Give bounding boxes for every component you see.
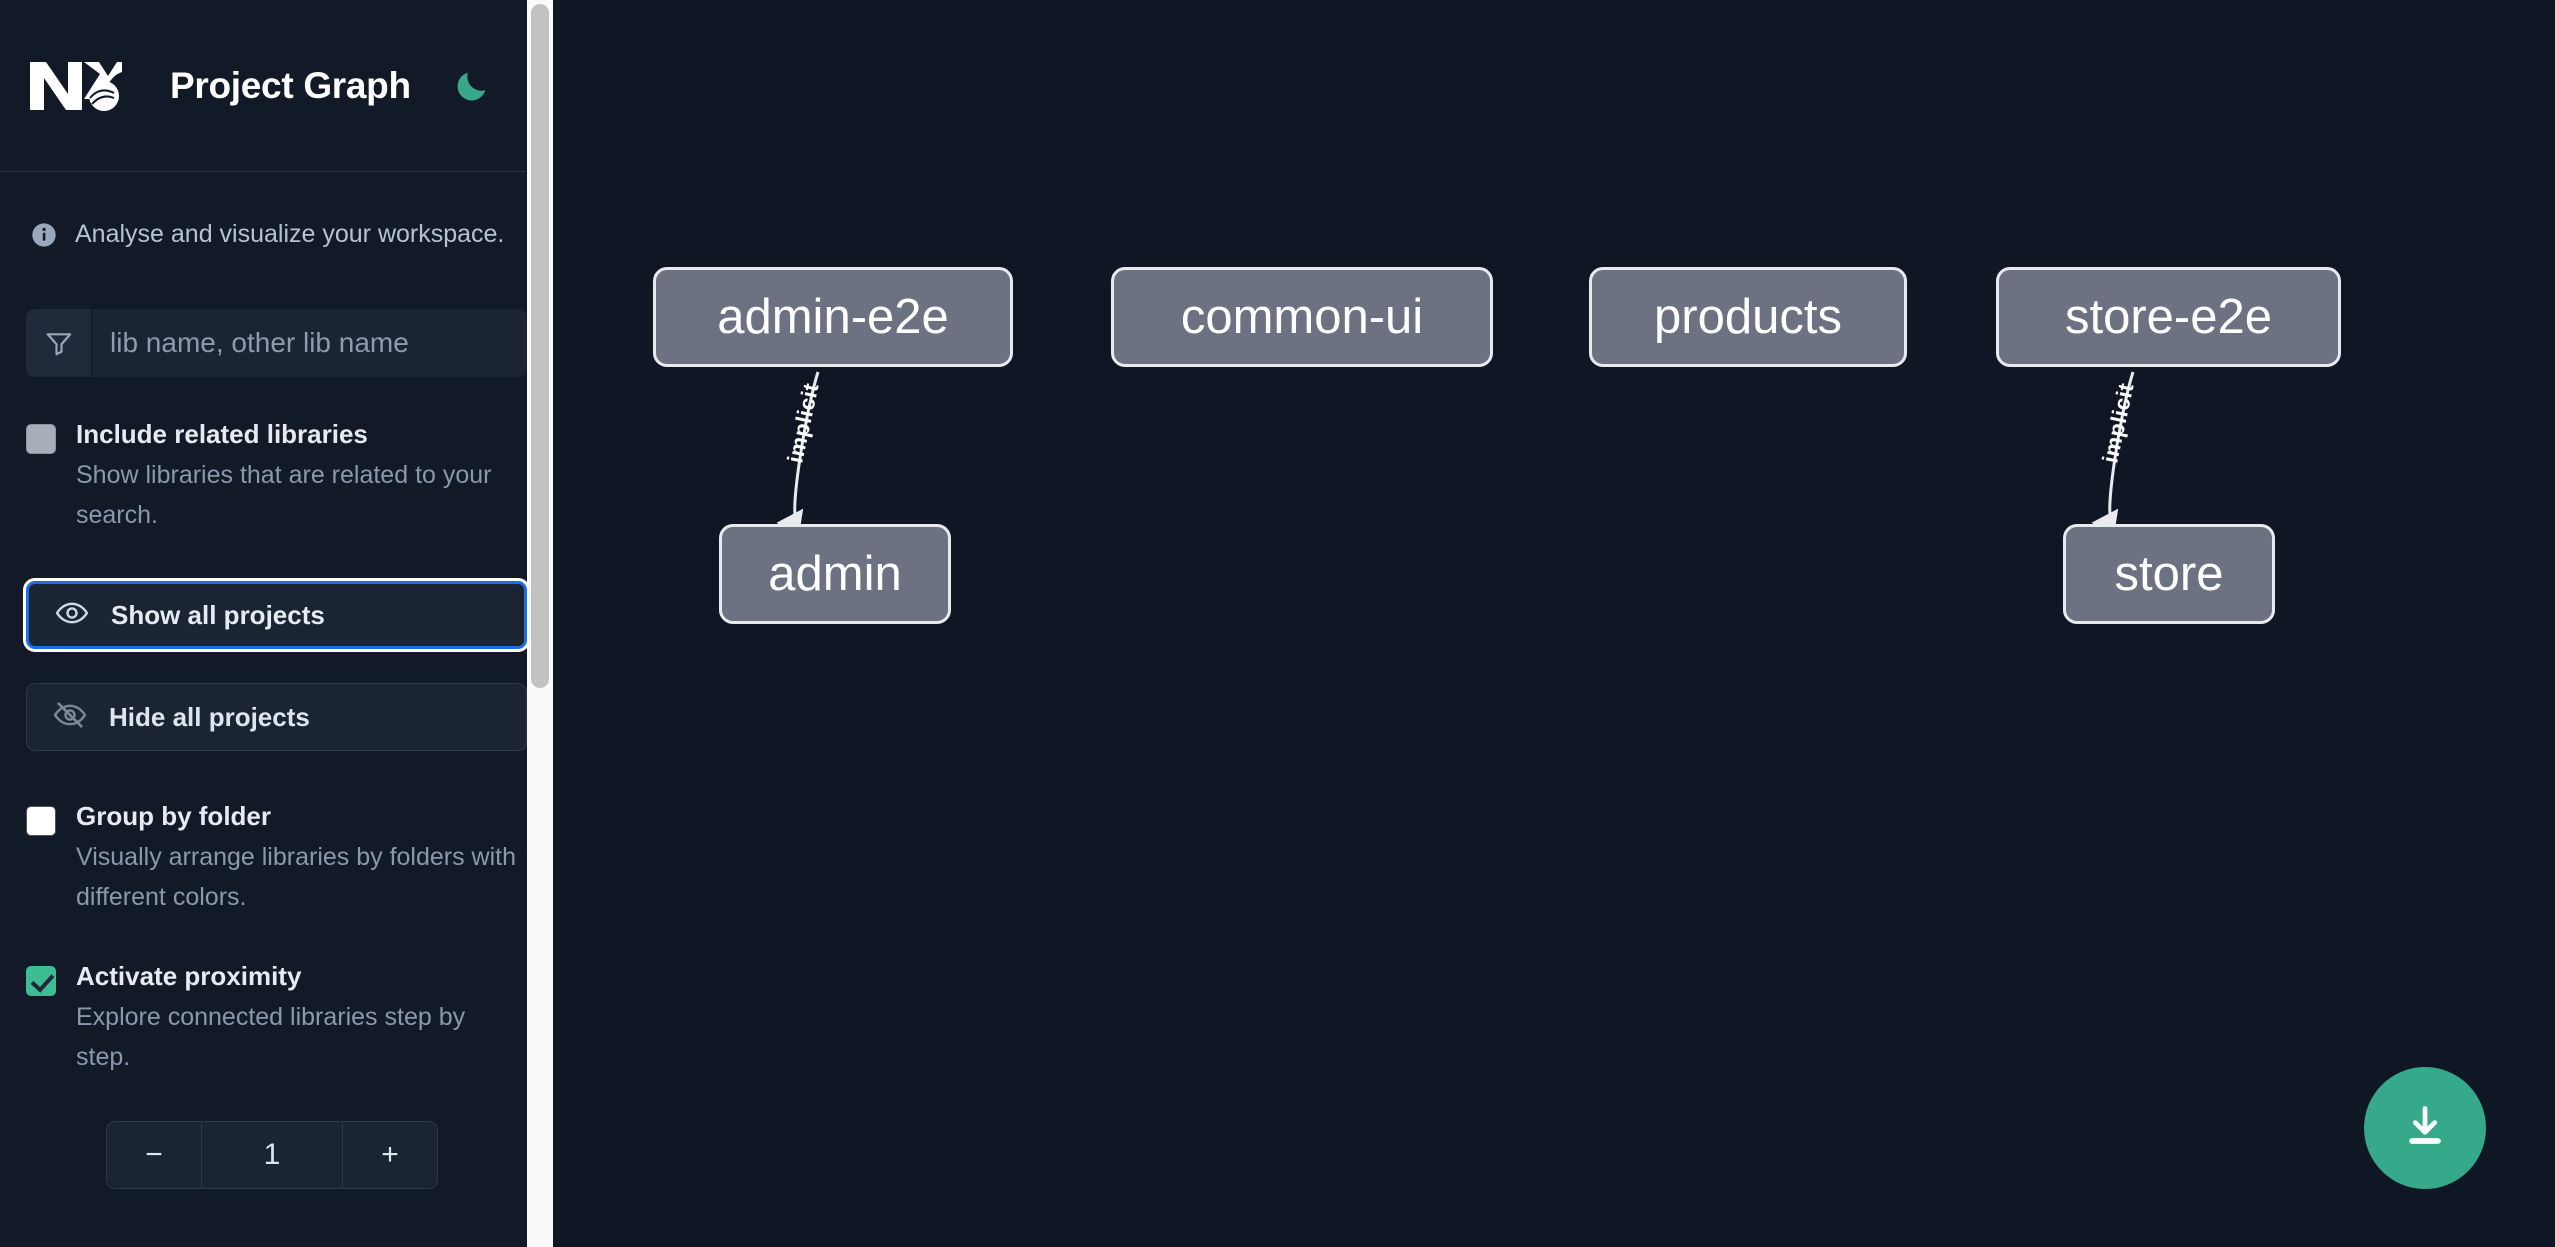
activate-proximity-description: Explore connected libraries step by step… xyxy=(76,1003,466,1071)
graph-node-admin[interactable]: admin xyxy=(719,524,951,624)
activate-proximity-text: Activate proximity Explore connected lib… xyxy=(76,959,527,1077)
option-activate-proximity: Activate proximity Explore connected lib… xyxy=(0,959,553,1077)
eye-icon xyxy=(55,596,89,635)
proximity-stepper: − 1 + xyxy=(106,1121,438,1189)
group-by-folder-text: Group by folder Visually arrange librari… xyxy=(76,799,527,917)
edge-store-e2e-to-store xyxy=(2091,371,2135,539)
eye-off-icon xyxy=(53,698,87,737)
group-by-folder-checkbox[interactable] xyxy=(26,806,56,836)
option-include-related-libraries: Include related libraries Show libraries… xyxy=(0,417,553,535)
option-group-by-folder: Group by folder Visually arrange librari… xyxy=(0,799,553,917)
filter-box xyxy=(26,309,527,377)
tagline-row: Analyse and visualize your workspace. xyxy=(0,172,553,249)
sidebar-header: Project Graph xyxy=(0,0,553,172)
edge-admin-e2e-to-admin xyxy=(776,371,820,539)
sidebar-tagline: Analyse and visualize your workspace. xyxy=(75,220,505,248)
graph-node-common-ui[interactable]: common-ui xyxy=(1111,267,1493,367)
hide-all-projects-button[interactable]: Hide all projects xyxy=(26,683,527,751)
sidebar-scroll-area[interactable]: Project Graph Analyse and visualize your… xyxy=(0,0,553,1247)
include-related-libraries-text: Include related libraries Show libraries… xyxy=(76,417,527,535)
graph-node-store[interactable]: store xyxy=(2063,524,2275,624)
sidebar-scrollbar-thumb[interactable] xyxy=(531,4,549,688)
group-by-folder-label: Group by folder xyxy=(76,801,271,831)
sidebar-scrollbar[interactable] xyxy=(527,0,553,1247)
graph-node-admin-e2e[interactable]: admin-e2e xyxy=(653,267,1013,367)
graph-node-products[interactable]: products xyxy=(1589,267,1907,367)
show-all-projects-label: Show all projects xyxy=(111,599,325,630)
include-related-libraries-label: Include related libraries xyxy=(76,419,368,449)
graph-canvas[interactable]: admin-e2e common-ui products store-e2e a… xyxy=(553,0,2555,1247)
download-icon xyxy=(2409,1106,2441,1144)
graph-node-store-e2e[interactable]: store-e2e xyxy=(1996,267,2341,367)
funnel-filter-icon xyxy=(26,309,92,377)
include-related-libraries-description: Show libraries that are related to your … xyxy=(76,461,492,529)
nx-logo-icon xyxy=(26,54,122,118)
show-all-projects-button[interactable]: Show all projects xyxy=(26,581,527,649)
download-graph-button[interactable] xyxy=(2364,1067,2486,1189)
info-circle-icon xyxy=(30,221,58,249)
activate-proximity-label: Activate proximity xyxy=(76,961,302,991)
proximity-decrement-button[interactable]: − xyxy=(107,1122,202,1188)
hide-all-projects-label: Hide all projects xyxy=(109,701,310,732)
search-input[interactable] xyxy=(92,309,527,377)
proximity-increment-button[interactable]: + xyxy=(342,1122,437,1188)
sidebar: Project Graph Analyse and visualize your… xyxy=(0,0,553,1247)
moon-icon[interactable] xyxy=(449,63,495,109)
include-related-libraries-checkbox[interactable] xyxy=(26,424,56,454)
proximity-value: 1 xyxy=(202,1122,342,1188)
graph-edges xyxy=(776,371,2135,539)
page-title: Project Graph xyxy=(170,64,411,106)
activate-proximity-checkbox[interactable] xyxy=(26,966,56,996)
group-by-folder-description: Visually arrange libraries by folders wi… xyxy=(76,843,517,911)
